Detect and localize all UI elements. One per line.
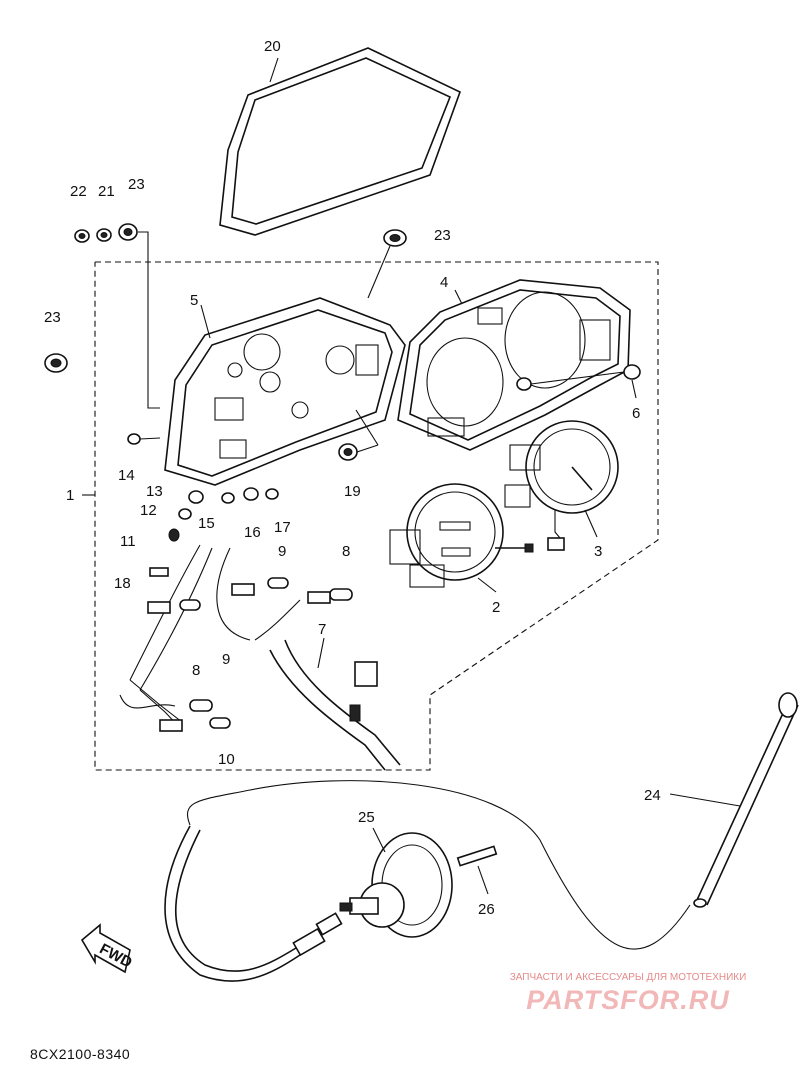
part-25-gear-unit [339,832,453,938]
part-20-gasket [219,47,461,236]
callout-14: 14 [118,467,135,484]
watermark: ЗАПЧАСТИ И АКСЕССУАРЫ ДЛЯ МОТОТЕХНИКИ PA… [478,972,778,1016]
callout-labels: 20 22 21 23 23 23 5 4 6 14 1 13 12 11 15… [44,38,661,918]
callout-15: 15 [198,515,215,532]
callout-7: 7 [318,621,326,638]
callout-23: 23 [44,309,61,326]
drawing-code: 8CX2100-8340 [30,1046,131,1062]
part-5-lower-case [164,297,406,486]
fasteners-11-17 [127,433,279,542]
callout-18: 18 [114,575,131,592]
callout-23: 23 [128,176,145,193]
callout-3: 3 [594,543,602,560]
callout-19: 19 [344,483,361,500]
watermark-caption: ЗАПЧАСТИ И АКСЕССУАРЫ ДЛЯ МОТОТЕХНИКИ [509,972,747,983]
callout-1: 1 [66,487,74,504]
callout-9: 9 [222,651,230,668]
callout-4: 4 [440,274,448,291]
callout-20: 20 [264,38,281,55]
callout-10: 10 [218,751,235,768]
part-7-harness [119,544,401,771]
grommet-23-left [44,353,68,373]
callout-26: 26 [478,901,495,918]
part-19-grommet [338,409,379,461]
callout-22: 22 [70,183,87,200]
part-4-meter-panel [397,279,631,451]
callout-25: 25 [358,809,375,826]
grommet-23-upper-left [118,223,138,241]
watermark-logo: PARTSFOR.RU [526,985,730,1015]
part-26-pin [456,845,498,895]
callout-16: 16 [244,524,261,541]
callout-12: 12 [140,502,157,519]
callout-6: 6 [632,405,640,422]
grommet-23-top [383,229,407,247]
callout-2: 2 [492,599,500,616]
cable-tube [164,825,343,982]
callout-8: 8 [192,662,200,679]
callout-11: 11 [120,533,136,550]
callout-8: 8 [342,543,350,560]
part-3-tachometer [504,420,619,551]
part-2-speedometer [389,483,534,588]
part-6-grommet [516,364,641,399]
callout-17: 17 [274,519,291,536]
callout-9: 9 [278,543,286,560]
part-24-cable [187,692,799,950]
nut-21 [96,228,112,242]
fwd-direction-arrow: FWD [80,923,135,974]
bulbs [147,567,353,732]
callout-23: 23 [434,227,451,244]
callout-21: 21 [98,183,115,200]
callout-5: 5 [190,292,198,309]
callout-13: 13 [146,483,163,500]
nut-22 [74,229,90,243]
callout-24: 24 [644,787,661,804]
